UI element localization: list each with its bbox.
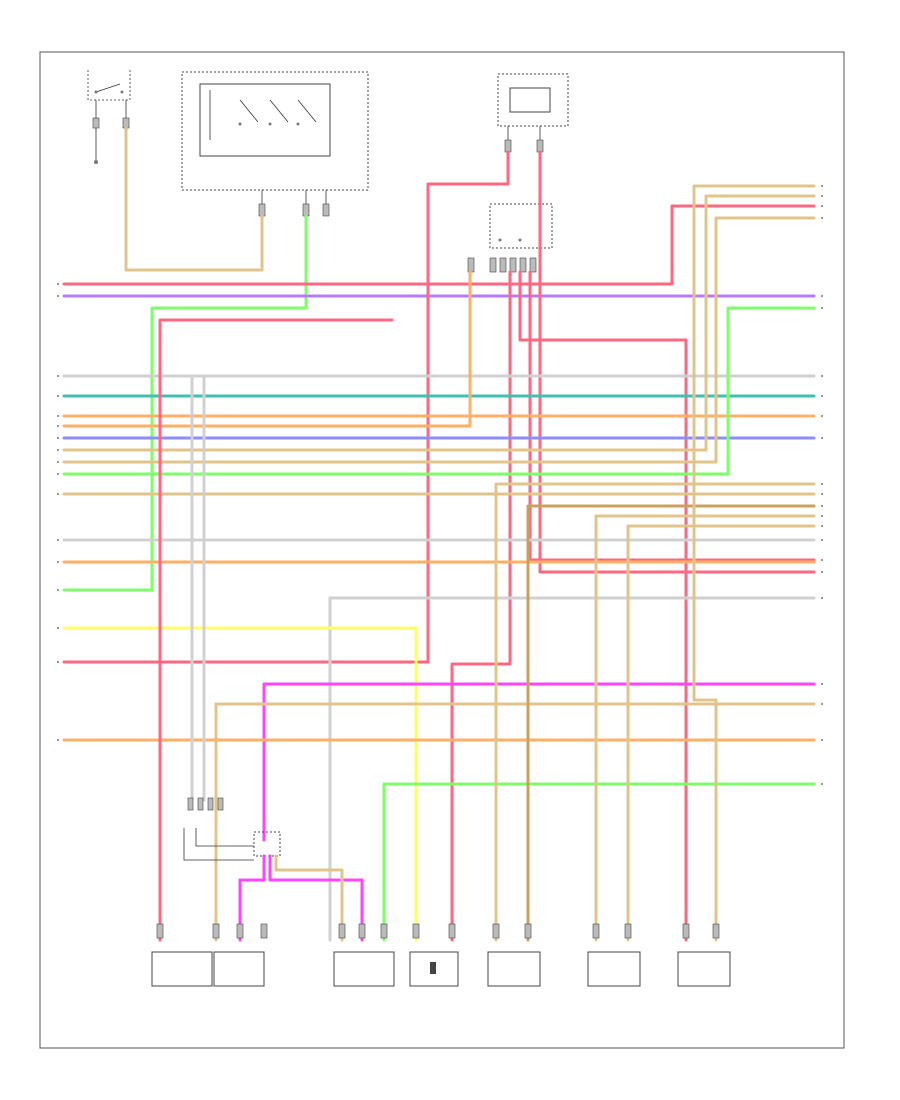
wire-gray-3 [328, 596, 816, 942]
bottom-component-6 [677, 923, 731, 987]
wire-green-ignition [62, 214, 308, 592]
wire-pink-fuse [538, 150, 816, 574]
wire-pink-junction [528, 270, 816, 562]
wire-magenta [262, 682, 816, 842]
bottom-component-1 [151, 923, 268, 987]
wire-tan-top [124, 126, 264, 272]
bottom-component-5 [587, 923, 641, 987]
bottom-component-2 [333, 923, 395, 987]
wire-lightgreen-row [62, 306, 816, 476]
junction-connector [467, 203, 553, 273]
wire-pink-junction-3 [450, 270, 512, 942]
wire-tan-2 [62, 216, 816, 464]
wire-brown-right [526, 504, 816, 942]
ignition-switch [181, 71, 369, 217]
wire-tan-4 [214, 702, 816, 942]
wire-pink-fuse-2 [62, 150, 510, 664]
right-terminals [821, 185, 823, 785]
diagram-frame [39, 51, 845, 1049]
wire-tan-right-3 [626, 524, 816, 942]
wire-pink-junction-2 [518, 270, 688, 942]
relay [183, 797, 364, 942]
wire-tan-right-2 [594, 514, 816, 942]
top-left-switch [87, 70, 131, 164]
wire-tan-right-4 [692, 184, 816, 942]
bottom-component-4 [487, 923, 541, 987]
left-terminals [57, 283, 59, 741]
wire-pink-left-vert [158, 318, 394, 942]
wire-tan-1 [62, 194, 816, 452]
wire-lightgreen-784 [382, 782, 816, 942]
wire-orange-2 [62, 270, 472, 428]
wire-yellow [62, 626, 418, 942]
wire-pink-main [62, 204, 816, 286]
top-right-fuse-block [497, 73, 569, 153]
bottom-component-3 [409, 923, 459, 987]
wire-tan-right-1 [494, 482, 816, 942]
